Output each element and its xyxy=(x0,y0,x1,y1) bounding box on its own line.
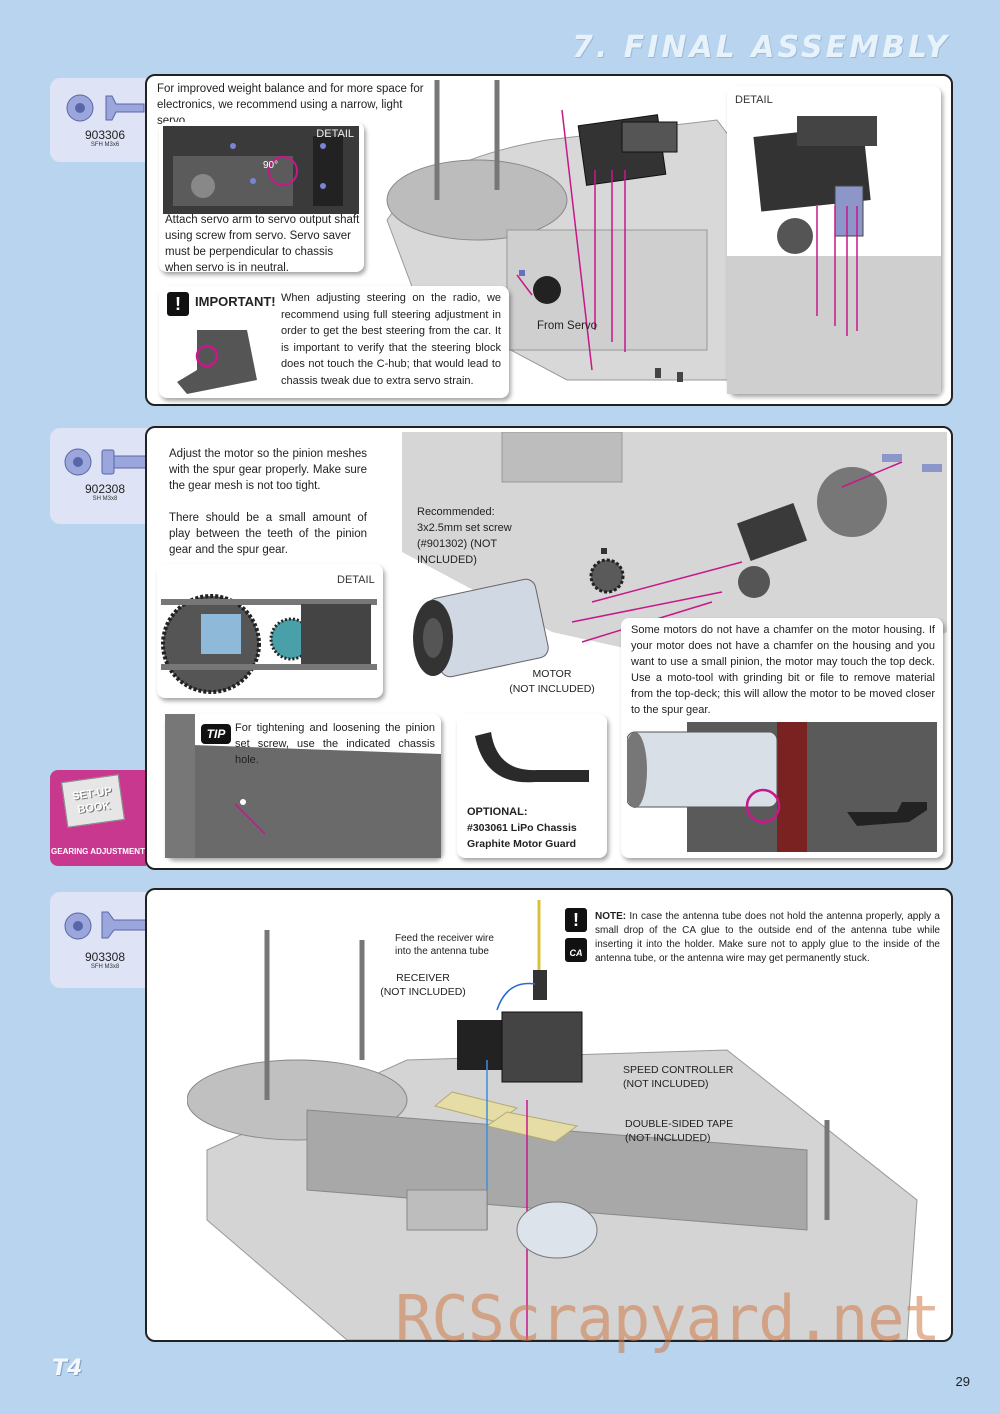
part-desc: SFH M3x6 xyxy=(90,142,120,148)
model-logo: T4 xyxy=(52,1356,83,1381)
step1-intro: For improved weight balance and for more… xyxy=(157,83,424,127)
servo-mount-detail-image xyxy=(727,116,941,394)
set-screw-label: Recommended: 3x2.5mm set screw (#901302)… xyxy=(417,506,512,566)
motor-image xyxy=(413,578,549,678)
tape-not-included: (NOT INCLUDED) xyxy=(625,1132,711,1144)
important-box: ! IMPORTANT! When adjusting steering on … xyxy=(159,286,509,398)
book-icon: SET-UP BOOK xyxy=(61,774,125,828)
ca-glue-icon: CA xyxy=(565,938,587,962)
servo-arm-instructions: Attach servo arm to servo output shaft u… xyxy=(165,214,360,274)
step2-panel: Adjust the motor so the pinion meshes wi… xyxy=(145,426,953,870)
servo-arm-detail-image xyxy=(163,126,359,214)
warning-icon: ! xyxy=(565,908,587,932)
electronics-chassis-illustration xyxy=(187,900,918,1340)
important-text: When adjusting steering on the radio, we… xyxy=(281,292,501,387)
optional-label: OPTIONAL: xyxy=(467,806,528,818)
chassis-hole-image xyxy=(165,714,441,858)
gear-play-text: There should be a small amount of play b… xyxy=(169,512,367,556)
setup-book-topic: GEARING ADJUSTMENT xyxy=(51,847,145,856)
receiver-label: RECEIVER xyxy=(396,972,450,984)
motor-guard-image xyxy=(475,732,589,783)
chamfer-info-box: Some motors do not have a chamfer on the… xyxy=(621,618,943,858)
step3-panel: ! CA NOTE: In case the antenna tube does… xyxy=(145,888,953,1342)
tip-icon: TIP xyxy=(201,724,231,744)
tip-box: TIP For tightening and loosening the pin… xyxy=(165,714,441,858)
part-code: 903306 xyxy=(84,128,126,142)
gear-detail-box: DETAIL xyxy=(157,564,383,698)
optional-box: OPTIONAL: #303061 LiPo Chassis Graphite … xyxy=(457,714,607,858)
tape-label: DOUBLE-SIDED TAPE xyxy=(625,1118,734,1130)
detail-label: DETAIL xyxy=(337,574,375,586)
angle-label: 90° xyxy=(263,160,279,171)
motor-not-included: (NOT INCLUDED) xyxy=(509,683,595,695)
detail-label: DETAIL xyxy=(316,128,354,140)
gear-mesh-detail-image xyxy=(161,594,377,694)
part-desc: SFH M3x8 xyxy=(90,964,120,970)
part-code: 902308 xyxy=(84,482,126,496)
socket-head-screw-icon xyxy=(64,448,147,476)
part-pad-903308: 903308 SFH M3x8 xyxy=(50,892,160,988)
part-code: 903308 xyxy=(84,950,126,964)
motor-mesh-text: Adjust the motor so the pinion meshes wi… xyxy=(169,448,367,492)
from-servo-label: From Servo xyxy=(537,320,598,332)
important-title: IMPORTANT! xyxy=(195,294,276,309)
page-title: 7. FINAL ASSEMBLY xyxy=(572,30,950,65)
detail-label-right: DETAIL xyxy=(735,94,773,106)
motor-chamfer-image xyxy=(627,722,937,852)
antenna-note: NOTE: In case the antenna tube does not … xyxy=(595,911,940,964)
watermark: RCScrapyard.net xyxy=(395,1282,941,1355)
esc-not-included: (NOT INCLUDED) xyxy=(623,1078,709,1090)
flat-head-screw-icon xyxy=(64,911,147,940)
motor-label: MOTOR xyxy=(532,668,572,680)
pinion-gear-image xyxy=(589,548,625,594)
optional-part-text: #303061 LiPo Chassis Graphite Motor Guar… xyxy=(467,822,577,850)
setup-book-link[interactable]: SET-UP BOOK GEARING ADJUSTMENT xyxy=(50,770,146,866)
part-desc: SH M3x8 xyxy=(92,496,118,502)
part-pad-903306: 903306 SFH M3x6 xyxy=(50,78,160,162)
page-number: 29 xyxy=(955,1374,970,1389)
servo-detail-box: DETAIL 90° Attach servo arm to servo out… xyxy=(159,122,364,274)
part-pad-902308: 902308 SH M3x8 xyxy=(50,428,160,524)
flat-head-screw-icon xyxy=(66,94,145,122)
step1-panel: For improved weight balance and for more… xyxy=(145,74,953,406)
servo-mount-detail-box: DETAIL xyxy=(727,86,941,394)
receiver-not-included: (NOT INCLUDED) xyxy=(380,986,466,998)
warning-icon: ! xyxy=(167,292,189,316)
chamfer-text: Some motors do not have a chamfer on the… xyxy=(631,624,935,716)
esc-label: SPEED CONTROLLER xyxy=(623,1064,734,1076)
tip-text: For tightening and loosening the pinion … xyxy=(235,722,435,766)
steering-block-image xyxy=(177,330,257,394)
feed-wire-label: Feed the receiver wire into the antenna … xyxy=(395,933,494,957)
